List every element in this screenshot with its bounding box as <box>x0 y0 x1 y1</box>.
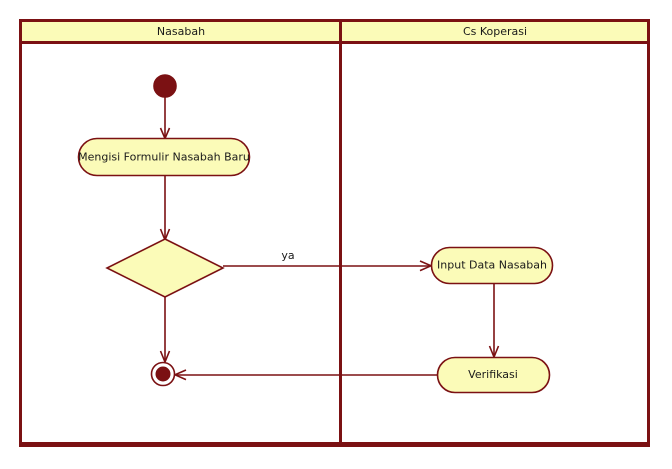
edge-decision-to-input <box>223 260 434 272</box>
edge-decision-to-end <box>159 297 171 365</box>
end-node[interactable] <box>150 361 176 387</box>
edge-mengisi-to-decision <box>159 176 171 243</box>
lane-title-nasabah: Nasabah <box>157 25 205 38</box>
edge-label-ya: ya <box>281 249 294 262</box>
activity-input-data-nasabah[interactable]: Input Data Nasabah <box>430 246 554 285</box>
edge-start-to-mengisi <box>159 97 171 141</box>
swimlane-frame <box>19 19 650 447</box>
decision-node[interactable] <box>105 238 225 298</box>
edge-input-to-verifikasi <box>488 284 500 360</box>
edge-verifikasi-to-end <box>172 369 437 381</box>
activity-mengisi-formulir[interactable]: Mengisi Formulir Nasabah Baru <box>77 137 251 177</box>
start-node[interactable] <box>153 74 177 98</box>
lane-body-outline <box>19 41 650 447</box>
activity-verifikasi[interactable]: Verifikasi <box>436 356 551 394</box>
lane-title-cs-koperasi: Cs Koperasi <box>463 25 527 38</box>
